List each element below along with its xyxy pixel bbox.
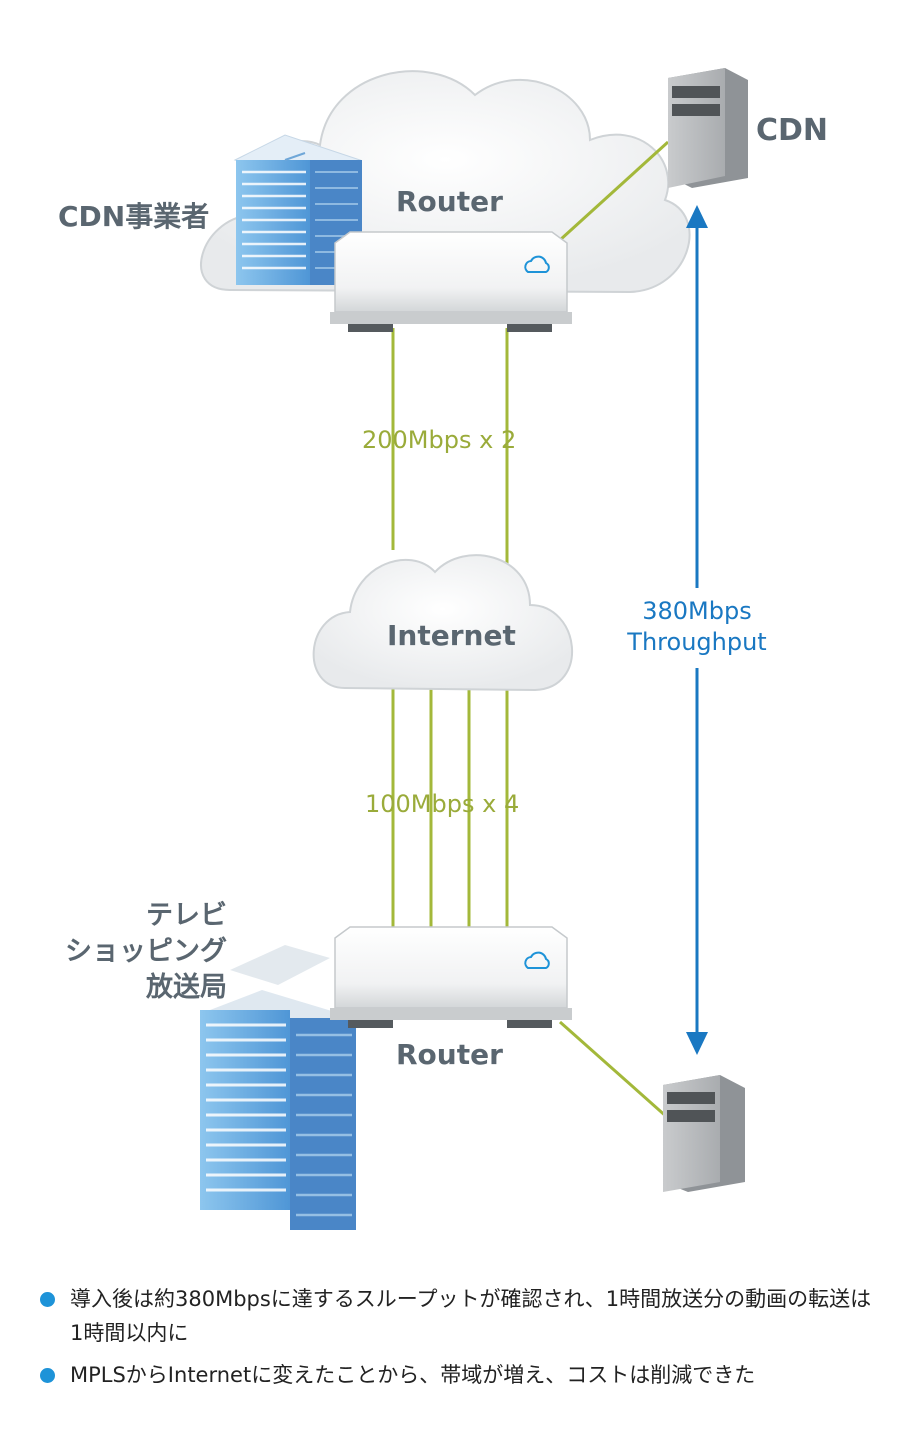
local-server-icon xyxy=(663,1075,745,1192)
local-server-link-line xyxy=(559,1020,669,1120)
upper-link-label: 200Mbps x 2 xyxy=(362,426,517,454)
router-cloud-icon xyxy=(524,951,550,969)
note-text: 導入後は約380Mbpsに達するスループットが確認され、1時間放送分の動画の転送… xyxy=(70,1287,872,1345)
bullet-dot-icon xyxy=(40,1292,55,1307)
router-cloud-icon xyxy=(524,255,550,273)
broadcaster-label-line2: ショッピング xyxy=(65,936,227,967)
throughput-label: 380Mbps Throughput xyxy=(612,596,782,658)
list-item: 導入後は約380Mbpsに達するスループットが確認され、1時間放送分の動画の転送… xyxy=(40,1282,880,1350)
list-item: MPLSからInternetに変えたことから、帯域が増え、コストは削減できた xyxy=(40,1358,880,1392)
broadcaster-label-line1: テレビ xyxy=(146,900,227,931)
double-arrow-icon xyxy=(610,205,784,1055)
lower-link-label: 100Mbps x 4 xyxy=(365,790,520,818)
internet-cloud-icon xyxy=(312,554,573,692)
bullet-dot-icon xyxy=(40,1368,55,1383)
note-text: MPLSからInternetに変えたことから、帯域が増え、コストは削減できた xyxy=(70,1363,756,1387)
cdn-server-link-line xyxy=(558,140,670,242)
network-diagram xyxy=(200,68,784,1230)
bottom-router-icon xyxy=(330,926,572,1028)
broadcaster-label: テレビ ショッピング 放送局 xyxy=(65,898,227,1006)
throughput-value: 380Mbps xyxy=(642,597,752,625)
cdn-server-label: CDN xyxy=(756,113,829,148)
cdn-server-icon xyxy=(668,68,748,188)
broadcaster-building-icon xyxy=(200,945,356,1230)
bottom-router-label: Router xyxy=(396,1038,503,1071)
link-lines xyxy=(391,140,670,1120)
top-router-label: Router xyxy=(396,185,503,218)
notes-list: 導入後は約380Mbpsに達するスループットが確認され、1時間放送分の動画の転送… xyxy=(40,1282,880,1400)
throughput-caption: Throughput xyxy=(627,628,767,656)
top-router-icon xyxy=(330,231,572,332)
cdn-operator-label: CDN事業者 xyxy=(58,200,210,233)
internet-label: Internet xyxy=(387,619,516,652)
broadcaster-label-line3: 放送局 xyxy=(146,972,227,1003)
